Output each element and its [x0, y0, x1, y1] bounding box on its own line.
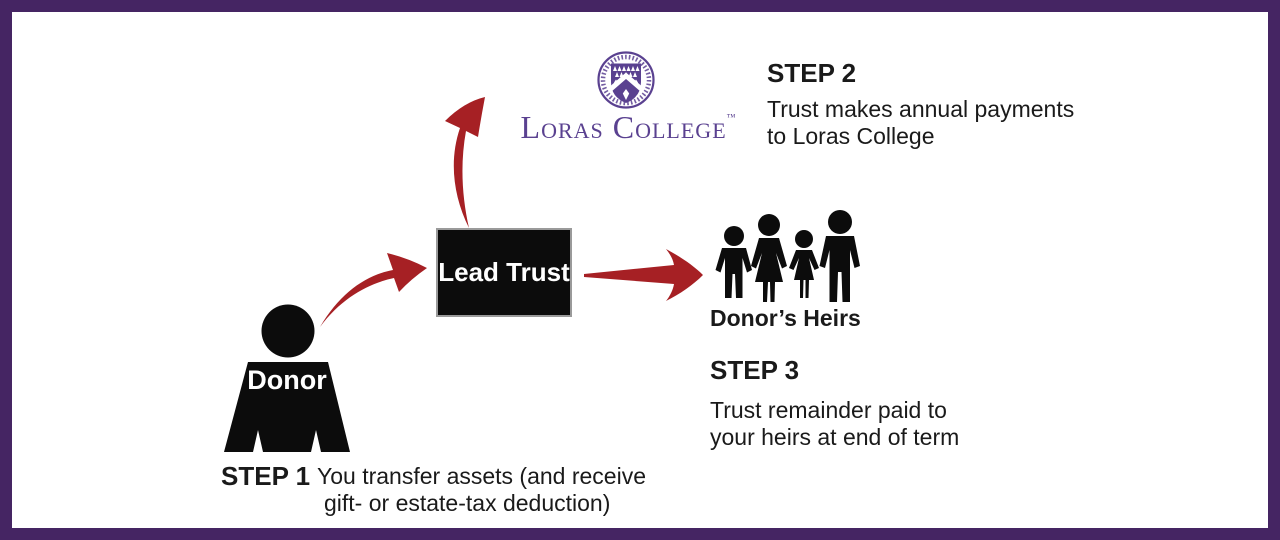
arrow-trust-to-heirs-icon — [584, 249, 703, 301]
step3-line1: Trust remainder paid to — [710, 397, 947, 423]
donor-person-icon — [224, 304, 350, 452]
heirs-family-icon — [715, 210, 860, 302]
loras-college-crest-icon — [597, 51, 655, 109]
loras-college-wordmark: Loras College™ — [490, 109, 766, 146]
arrow-donor-to-trust-icon — [320, 253, 427, 327]
step1-line1: You transfer assets (and receive — [317, 463, 646, 489]
donor-label: Donor — [247, 365, 327, 395]
wordmark-text: Loras College — [520, 109, 727, 145]
step3-description: Trust remainder paid to your heirs at en… — [710, 397, 959, 451]
step2-line1: Trust makes annual payments — [767, 96, 1075, 122]
step2-heading: STEP 2 — [767, 58, 857, 88]
step3-line2: your heirs at end of term — [710, 424, 960, 450]
donor-node: Donor — [224, 304, 350, 452]
lead-trust-node: Lead Trust — [436, 228, 572, 317]
trademark-symbol: ™ — [726, 112, 736, 122]
step1-line2: gift- or estate-tax deduction) — [324, 490, 611, 516]
arrow-trust-to-college-icon — [445, 97, 485, 228]
step2-description: Trust makes annual payments to Loras Col… — [767, 96, 1074, 150]
step3-heading: STEP 3 — [710, 355, 800, 385]
lead-trust-label: Lead Trust — [438, 257, 570, 287]
step1-heading: STEP 1 — [221, 461, 311, 491]
heirs-label: Donor’s Heirs — [710, 305, 861, 331]
step2-line2: to Loras College — [767, 123, 935, 149]
step1-description: You transfer assets (and receive gift- o… — [317, 463, 646, 517]
